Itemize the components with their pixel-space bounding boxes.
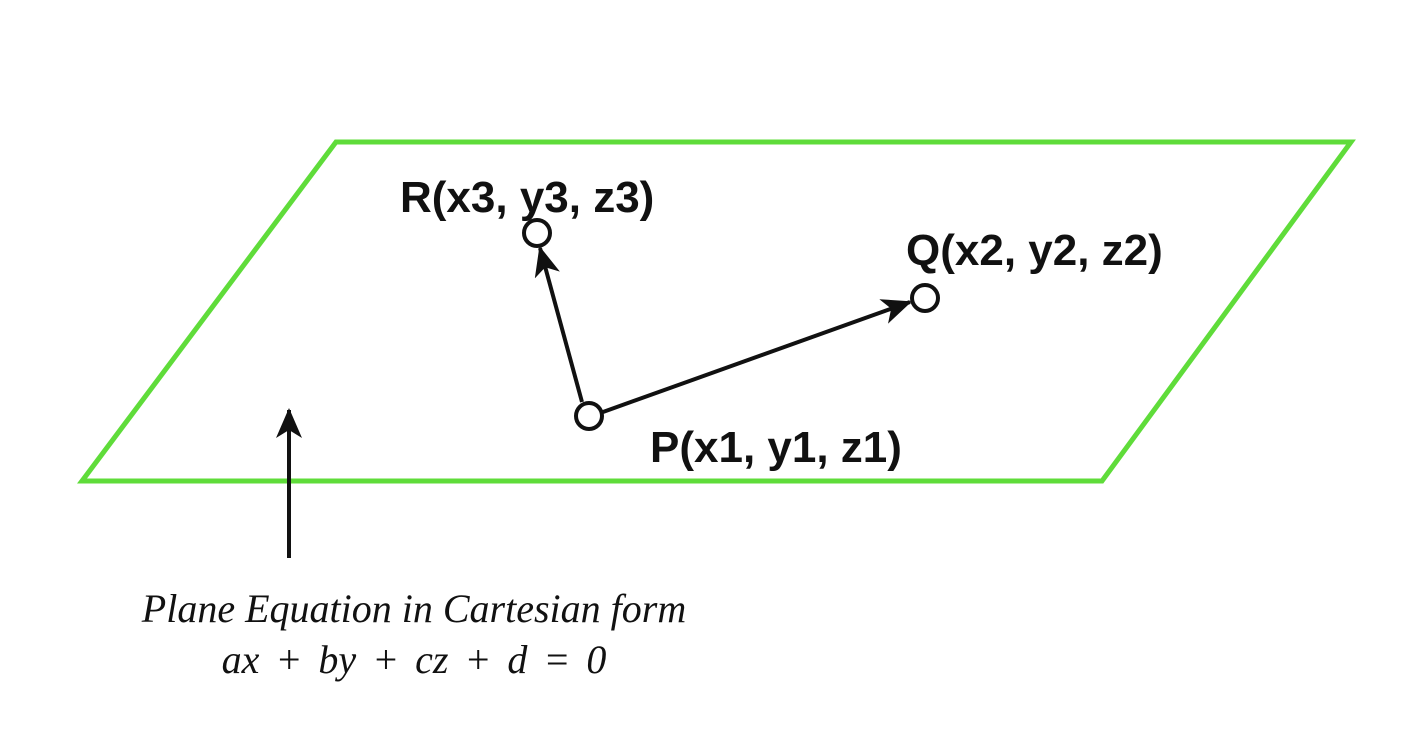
point-q-label: Q(x2, y2, z2) [906, 226, 1163, 275]
point-q-marker [910, 283, 940, 313]
point-r-label: R(x3, y3, z3) [400, 173, 654, 222]
caption-title: Plane Equation in Cartesian form [141, 586, 686, 631]
vector-pr-arrow [534, 246, 584, 403]
point-r-marker [522, 218, 552, 248]
plane-outline [77, 139, 1356, 484]
point-p-label: P(x1, y1, z1) [650, 423, 902, 472]
vector-pq-arrow [602, 299, 912, 414]
caption-equation: ax + by + cz + d = 0 [222, 637, 607, 682]
point-p-marker [574, 401, 604, 431]
